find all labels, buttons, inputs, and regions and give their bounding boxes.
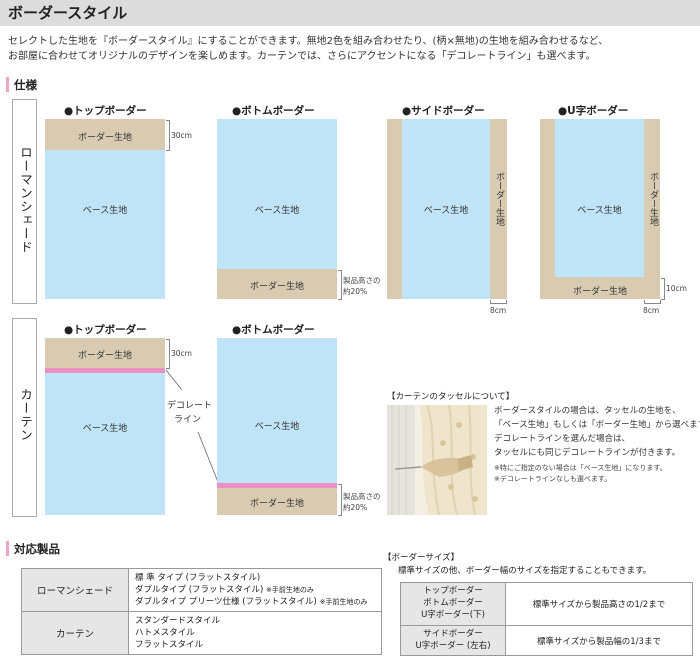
roman-shade-label: ローマンシェード bbox=[18, 146, 33, 254]
base-fabric-label: ベース生地 bbox=[254, 206, 300, 216]
border-fabric-label: ボーダー生地 bbox=[249, 282, 304, 292]
size-value: 標準サイズから製品高さの1/2まで bbox=[505, 582, 693, 626]
curtain-top-heading: ●トップボーダー bbox=[64, 324, 147, 336]
curtain-top-border-panel bbox=[45, 338, 165, 368]
product-item: 標 準 タイプ (フラットスタイル) bbox=[135, 572, 261, 583]
dimension-bracket bbox=[338, 270, 342, 300]
page-title: ボーダースタイル bbox=[8, 4, 128, 22]
roman-bottom-base-panel bbox=[217, 119, 337, 269]
border-fabric-label: ボーダー生地 bbox=[77, 133, 132, 143]
products-section-title: 対応製品 bbox=[14, 542, 60, 556]
decorate-line-callout bbox=[165, 369, 219, 483]
tassel-line-2: 「ベース生地」もしくは「ボーダー生地」から選べます。 bbox=[494, 420, 700, 430]
spec-section-title: 仕様 bbox=[14, 78, 37, 92]
roman-top-base-panel bbox=[45, 150, 165, 299]
table-row: サイドボーダー U字ボーダー (左右) 標準サイズから製品幅の1/3まで bbox=[400, 624, 693, 657]
border-size-subtitle: 標準サイズの他、ボーダー幅のサイズを指定することもできます。 bbox=[398, 566, 652, 576]
base-fabric-label: ベース生地 bbox=[82, 206, 128, 216]
dimension-bracket bbox=[338, 484, 342, 516]
dimension-30cm: 30cm bbox=[171, 131, 192, 140]
dimension-bracket bbox=[166, 120, 170, 151]
base-fabric-label: ベース生地 bbox=[254, 422, 300, 432]
border-fabric-label-vertical: ボーダー生地 bbox=[494, 172, 504, 226]
roman-top-border-panel bbox=[45, 119, 165, 150]
section-marker bbox=[6, 541, 9, 556]
dimension-bracket bbox=[490, 300, 507, 304]
decorate-line bbox=[217, 483, 337, 488]
roman-u-base-panel bbox=[555, 119, 644, 277]
roman-side-heading: ●サイドボーダー bbox=[402, 105, 485, 117]
decorate-line bbox=[45, 368, 165, 373]
curtain-bottom-border-panel bbox=[217, 488, 337, 515]
dimension-bracket bbox=[166, 339, 170, 369]
tassel-title: 【カーテンのタッセルについて】 bbox=[387, 392, 515, 402]
product-item: フラットスタイル bbox=[135, 640, 204, 651]
product-item: ダブルタイプ (フラットスタイル) ※手前生地のみ bbox=[135, 584, 314, 595]
roman-u-heading: ●U字ボーダー bbox=[558, 105, 629, 117]
tassel-note-2: ※デコレートラインなしも選べます。 bbox=[494, 475, 612, 483]
product-items: スタンダードスタイル ハトメスタイル フラットスタイル bbox=[128, 611, 382, 655]
intro-line-2: お部屋に合わせてオリジナルのデザインを楽しめます。カーテンでは、さらにアクセント… bbox=[8, 51, 596, 62]
roman-bottom-heading: ●ボトムボーダー bbox=[232, 105, 315, 117]
dimension-bracket bbox=[661, 278, 665, 300]
tassel-line-3: デコレートラインを選んだ場合は、 bbox=[494, 434, 631, 444]
dimension-10cm: 10cm bbox=[666, 284, 687, 293]
tassel-line-4: タッセルにも同じデコレートラインが付きます。 bbox=[494, 448, 681, 458]
table-row: ローマンシェード 標 準 タイプ (フラットスタイル) ダブルタイプ (フラット… bbox=[21, 568, 382, 612]
curtain-bottom-base-panel bbox=[217, 338, 337, 483]
dimension-pct-1: 製品高さの bbox=[343, 276, 381, 285]
product-category: カーテン bbox=[21, 611, 129, 655]
product-item: スタンダードスタイル bbox=[135, 615, 221, 626]
curtain-label: カーテン bbox=[18, 388, 33, 442]
tassel-note-1: ※特にご指定のない場合は「ベース生地」になります。 bbox=[494, 464, 667, 472]
border-fabric-label: ボーダー生地 bbox=[249, 499, 304, 509]
table-row: トップボーダー ボトムボーダー U字ボーダー(下) 標準サイズから製品高さの1/… bbox=[400, 582, 693, 626]
border-size-title: 【ボーダーサイズ】 bbox=[383, 553, 460, 563]
border-fabric-label-vertical: ボーダー生地 bbox=[648, 172, 658, 226]
base-fabric-label: ベース生地 bbox=[82, 424, 128, 434]
dimension-pct-2: 約20% bbox=[343, 287, 368, 296]
base-fabric-label: ベース生地 bbox=[423, 206, 469, 216]
tassel-photo bbox=[387, 405, 487, 515]
base-fabric-label: ベース生地 bbox=[577, 206, 622, 216]
decorate-line-label-1: デコレート bbox=[167, 401, 213, 411]
roman-shade-label-box bbox=[12, 99, 37, 304]
dimension-pct-1: 製品高さの bbox=[343, 492, 381, 501]
roman-top-heading: ●トップボーダー bbox=[64, 105, 147, 117]
tassel-line-1: ボーダースタイルの場合は、タッセルの生地を、 bbox=[494, 406, 681, 416]
products-table: ローマンシェード 標 準 タイプ (フラットスタイル) ダブルタイプ (フラット… bbox=[21, 568, 382, 655]
curtain-label-box bbox=[12, 318, 37, 517]
title-bar bbox=[0, 0, 700, 26]
decorate-line-label-2: ライン bbox=[174, 415, 202, 425]
curtain-bottom-heading: ●ボトムボーダー bbox=[232, 324, 315, 336]
product-items: 標 準 タイプ (フラットスタイル) ダブルタイプ (フラットスタイル) ※手前… bbox=[128, 568, 382, 612]
product-item: ハトメスタイル bbox=[135, 627, 195, 638]
product-category: ローマンシェード bbox=[21, 568, 129, 612]
dimension-8cm: 8cm bbox=[643, 306, 660, 315]
size-value: 標準サイズから製品幅の1/3まで bbox=[505, 624, 693, 657]
border-fabric-label: ボーダー生地 bbox=[572, 287, 627, 297]
roman-side-base-panel bbox=[402, 119, 490, 299]
roman-bottom-border-panel bbox=[217, 269, 337, 299]
product-item: ダブルタイプ プリーツ仕様 (フラットスタイル) ※手前生地のみ bbox=[135, 597, 368, 608]
size-category: トップボーダー ボトムボーダー U字ボーダー(下) bbox=[400, 582, 506, 626]
border-fabric-label: ボーダー生地 bbox=[77, 351, 132, 361]
intro-line-1: セレクトした生地を『ボーダースタイル』にすることができます。無地2色を組み合わせ… bbox=[8, 36, 609, 47]
dimension-30cm: 30cm bbox=[171, 349, 192, 358]
curtain-top-base-panel bbox=[45, 373, 165, 515]
size-category: サイドボーダー U字ボーダー (左右) bbox=[400, 624, 506, 657]
border-size-table: トップボーダー ボトムボーダー U字ボーダー(下) 標準サイズから製品高さの1/… bbox=[400, 582, 693, 657]
dimension-bracket bbox=[644, 300, 661, 304]
dimension-pct-2: 約20% bbox=[343, 503, 368, 512]
dimension-8cm: 8cm bbox=[490, 306, 507, 315]
table-row: カーテン スタンダードスタイル ハトメスタイル フラットスタイル bbox=[21, 611, 382, 655]
section-marker bbox=[6, 77, 9, 92]
